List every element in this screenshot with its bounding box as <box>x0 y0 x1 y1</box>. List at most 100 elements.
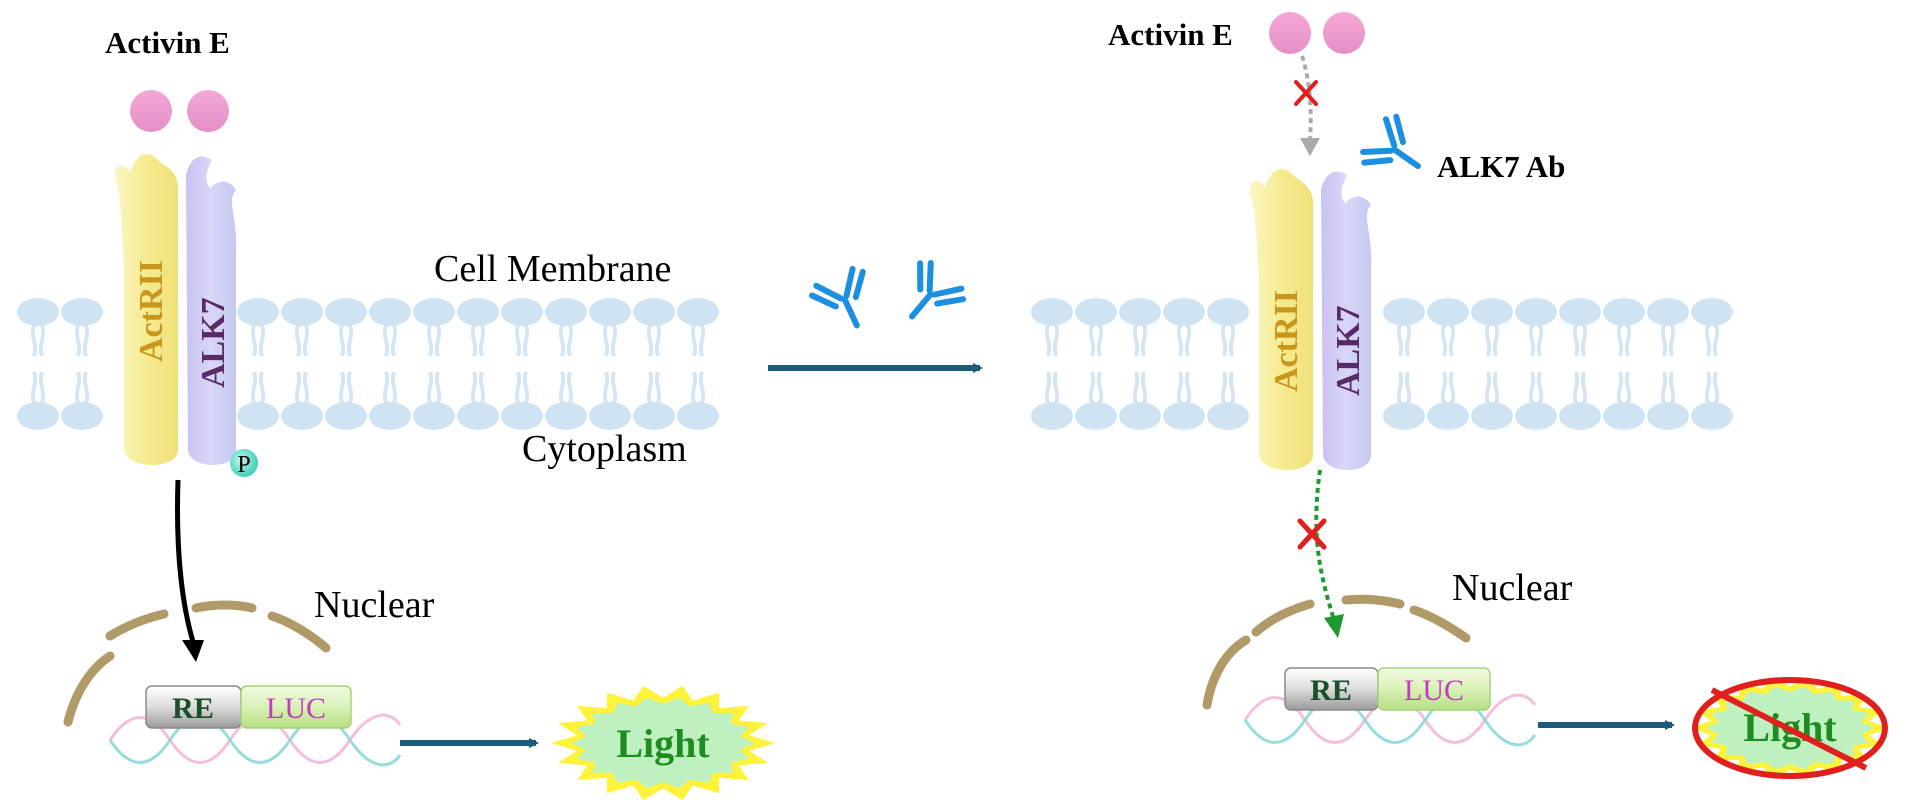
lipid-outer <box>1381 296 1427 358</box>
alk7-antibody <box>1358 113 1434 189</box>
lipid-outer <box>1073 296 1119 358</box>
block-x-icon <box>1297 518 1327 550</box>
lipid-inner <box>1689 370 1735 432</box>
lipid-outer <box>499 296 545 358</box>
lipid-inner <box>1557 370 1603 432</box>
nuclear-envelope <box>63 600 331 727</box>
lipid-inner <box>1161 370 1207 432</box>
activin-e-label: Activin E <box>1108 17 1233 52</box>
nuclear-envelope <box>1202 594 1471 710</box>
prohibited-slash <box>1710 687 1868 771</box>
alk7-label: ALK7 <box>1330 305 1367 396</box>
lipid-inner <box>543 370 589 432</box>
lipid-outer <box>279 296 325 358</box>
antibody-icon <box>809 266 882 338</box>
lipid-inner <box>1029 370 1075 432</box>
lipid-outer <box>235 296 281 358</box>
actrii-label: ActRII <box>1268 290 1305 392</box>
lipid-inner <box>1381 370 1427 432</box>
cell-membrane <box>1029 296 1735 432</box>
lipid-inner <box>1117 370 1163 432</box>
re-label: RE <box>172 692 214 725</box>
lipid-outer <box>543 296 589 358</box>
lipid-outer <box>1029 296 1075 358</box>
activin-e-ligand <box>187 90 229 132</box>
cell-membrane <box>15 296 721 432</box>
nuclear-label: Nuclear <box>314 584 435 626</box>
alk7-label: ALK7 <box>195 297 232 388</box>
luc-label: LUC <box>1404 674 1464 707</box>
lipid-inner <box>411 370 457 432</box>
actrii-label: ActRII <box>133 260 170 362</box>
lipid-outer <box>367 296 413 358</box>
lipid-outer <box>1469 296 1515 358</box>
activin-e-ligand <box>130 90 172 132</box>
light-label: Light <box>616 721 710 766</box>
lipid-outer <box>59 296 105 358</box>
lipid-inner <box>587 370 633 432</box>
blocked-signaling-arrow-head <box>1324 614 1344 638</box>
signaling-arrow-head <box>182 640 204 662</box>
activin-e-ligand <box>1323 12 1365 54</box>
lipid-outer <box>1117 296 1163 358</box>
lipid-inner <box>1645 370 1691 432</box>
left-panel: Activin E ActRII ALK7 P Cell Membrane Cy… <box>15 25 775 800</box>
antibody-icon <box>891 258 968 335</box>
lipid-outer <box>631 296 677 358</box>
lipid-inner <box>279 370 325 432</box>
luc-gene: LUC <box>240 685 352 729</box>
lipid-outer <box>1425 296 1471 358</box>
activin-e-ligand <box>1269 12 1311 54</box>
lipid-outer <box>455 296 501 358</box>
blocked-signaling-arrow <box>1314 469 1336 621</box>
lipid-inner <box>1073 370 1119 432</box>
lipid-inner <box>367 370 413 432</box>
lipid-inner <box>323 370 369 432</box>
lipid-outer <box>323 296 369 358</box>
light-burst: Light <box>551 685 775 800</box>
prohibited-ring <box>1692 677 1888 779</box>
cell-membrane-label: Cell Membrane <box>434 248 671 290</box>
lipid-inner <box>675 370 721 432</box>
lipid-inner <box>235 370 281 432</box>
nuclear-label: Nuclear <box>1452 567 1573 609</box>
lipid-outer <box>411 296 457 358</box>
actrii-receptor: ActRII <box>114 153 179 465</box>
re-label: RE <box>1310 674 1352 707</box>
lipid-outer <box>15 296 61 358</box>
lipid-inner <box>631 370 677 432</box>
lipid-inner <box>1205 370 1251 432</box>
right-panel: Activin E ALK7 Ab ActRII ALK7 <box>1029 12 1890 780</box>
cytoplasm-label: Cytoplasm <box>522 428 687 470</box>
lipid-inner <box>1425 370 1471 432</box>
lipid-inner <box>1513 370 1559 432</box>
phosphate-group <box>230 449 258 477</box>
luc-label: LUC <box>266 692 326 725</box>
lipid-outer <box>1601 296 1647 358</box>
block-x-icon <box>1294 80 1318 106</box>
antibody-treatment <box>768 258 983 373</box>
signaling-arrow <box>175 479 197 646</box>
lipid-inner <box>15 370 61 432</box>
lipid-outer <box>1161 296 1207 358</box>
luc-gene: LUC <box>1377 667 1491 711</box>
re-element: RE <box>1284 667 1379 711</box>
lipid-inner <box>1469 370 1515 432</box>
activin-e-label: Activin E <box>105 25 230 60</box>
lipid-inner <box>499 370 545 432</box>
lipid-outer <box>1205 296 1251 358</box>
lipid-inner <box>455 370 501 432</box>
lipid-outer <box>675 296 721 358</box>
actrii-receptor: ActRII <box>1249 168 1314 470</box>
phosphate-label: P <box>237 452 250 478</box>
re-element: RE <box>145 685 242 729</box>
lipid-inner <box>1601 370 1647 432</box>
lipid-outer <box>1557 296 1603 358</box>
lipid-outer <box>587 296 633 358</box>
lipid-outer <box>1645 296 1691 358</box>
alk7-receptor: ALK7 <box>186 156 237 465</box>
lipid-outer <box>1689 296 1735 358</box>
alk7-ab-label: ALK7 Ab <box>1437 149 1565 184</box>
blocked-binding-arrow-head <box>1300 138 1320 156</box>
